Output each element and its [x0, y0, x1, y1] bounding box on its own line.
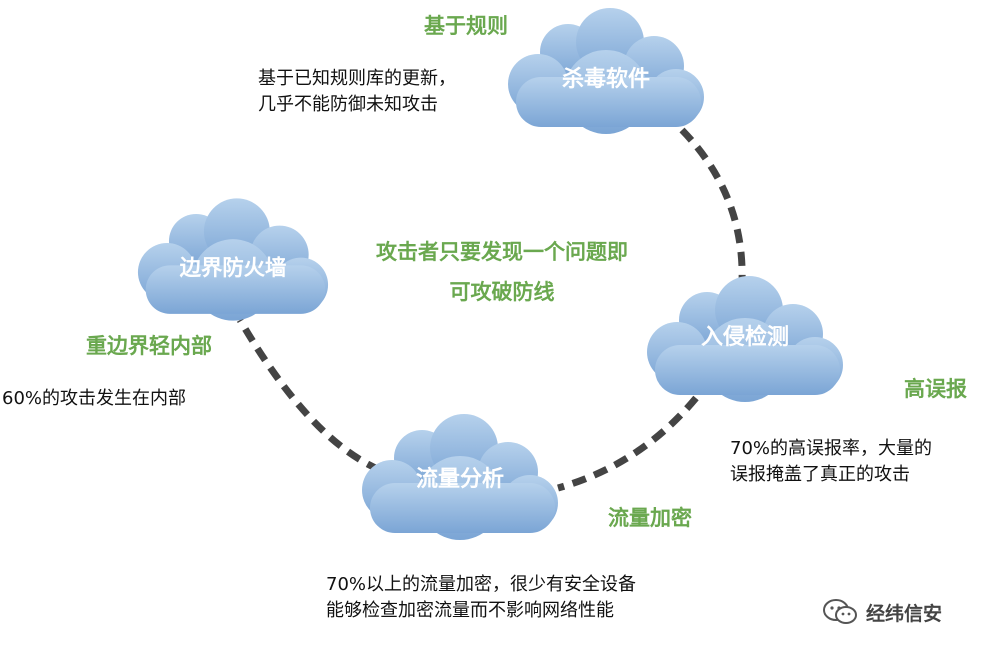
center-message-line-1: 攻击者只要发现一个问题即: [376, 240, 628, 264]
wechat-icon: [823, 599, 857, 624]
watermark-text: 经纬信安: [866, 602, 943, 625]
cloud-firewall-label: 边界防火墙: [179, 256, 287, 281]
cloud-firewall: 边界防火墙: [137, 198, 329, 321]
cloud-ids: 入侵检测: [647, 276, 843, 402]
note-antivirus: 基于已知规则库的更新， 几乎不能防御未知攻击: [258, 66, 456, 118]
note-antivirus-line-1: 基于已知规则库的更新，: [258, 68, 456, 89]
tag-traffic: 流量加密: [608, 506, 692, 530]
note-firewall-line-1: 60%的攻击发生在内部: [2, 388, 187, 409]
tag-ids: 高误报: [904, 377, 967, 401]
connector-traffic-firewall: [236, 318, 382, 474]
note-ids-line-2: 误报掩盖了真正的攻击: [730, 464, 910, 485]
note-ids-line-1: 70%的高误报率，大量的: [730, 438, 933, 459]
tag-antivirus: 基于规则: [424, 14, 508, 38]
note-firewall: 60%的攻击发生在内部: [2, 386, 186, 412]
center-message-line-2: 可攻破防线: [449, 280, 555, 304]
note-ids: 70%的高误报率，大量的 误报掩盖了真正的攻击: [730, 436, 932, 488]
connector-ids-traffic: [557, 395, 699, 492]
note-traffic: 70%以上的流量加密，很少有安全设备 能够检查加密流量而不影响网络性能: [326, 572, 636, 624]
cloud-antivirus: 杀毒软件: [508, 8, 704, 134]
cloud-traffic: 流量分析: [362, 414, 558, 540]
note-antivirus-line-2: 几乎不能防御未知攻击: [258, 94, 438, 115]
watermark: 经纬信安: [822, 598, 942, 626]
tag-firewall: 重边界轻内部: [86, 334, 212, 358]
connector-antivirus-ids: [679, 127, 746, 284]
note-traffic-line-1: 70%以上的流量加密，很少有安全设备: [326, 574, 637, 595]
cloud-ids-label: 入侵检测: [701, 324, 789, 350]
cloud-antivirus-label: 杀毒软件: [562, 66, 650, 92]
cloud-traffic-label: 流量分析: [416, 466, 504, 492]
note-traffic-line-2: 能够检查加密流量而不影响网络性能: [326, 600, 614, 621]
center-message: 攻击者只要发现一个问题即 可攻破防线: [352, 232, 652, 312]
